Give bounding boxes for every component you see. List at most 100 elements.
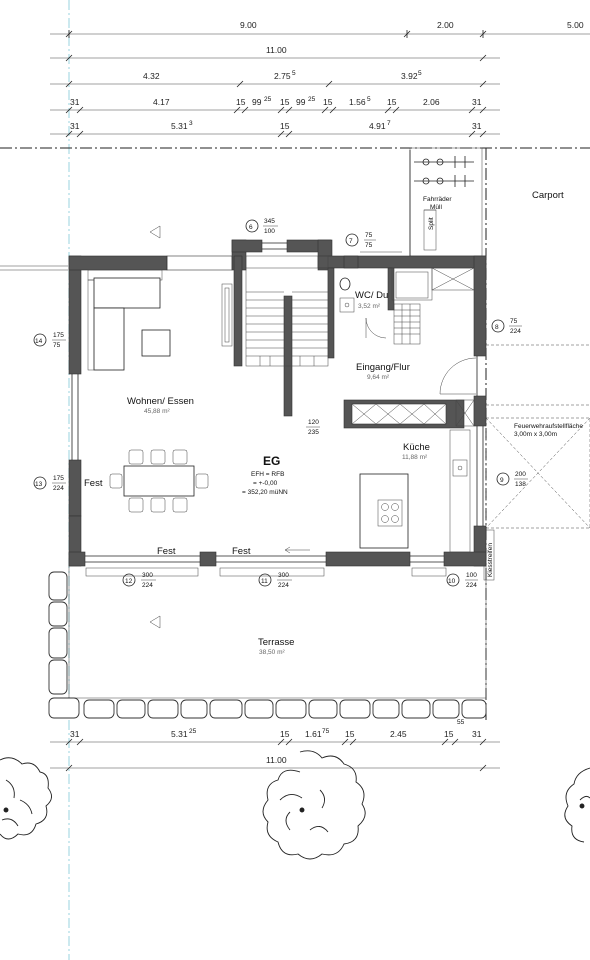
svg-text:175: 175	[53, 332, 64, 339]
entry-area: 9,64 m²	[367, 374, 390, 381]
svg-text:100: 100	[264, 228, 275, 235]
svg-text:15: 15	[444, 729, 454, 739]
terrace-area: 38,50 m²	[259, 649, 285, 656]
dining-table	[109, 449, 209, 513]
carport-label: Carport	[532, 190, 564, 201]
dim-11-00-top: 11.00	[266, 45, 287, 55]
svg-text:5: 5	[367, 96, 371, 103]
svg-text:75: 75	[53, 342, 61, 349]
kitchen-counter	[449, 429, 471, 553]
tree-center	[262, 750, 366, 860]
level-elevation: = 352,20 müNN	[242, 489, 288, 496]
window-11-num: 11	[261, 578, 268, 585]
svg-text:15: 15	[387, 97, 397, 107]
level-name: EG	[263, 454, 280, 468]
entry-door	[439, 357, 477, 395]
svg-text:224: 224	[510, 328, 521, 335]
stair-height: 235	[308, 429, 319, 436]
svg-text:175: 175	[53, 475, 64, 482]
staircase	[245, 255, 329, 367]
gravel-strip-label: Kiesstreifen	[487, 543, 494, 577]
kitchen-sink-icon	[452, 459, 468, 477]
svg-text:15: 15	[280, 729, 290, 739]
svg-text:7: 7	[387, 120, 391, 127]
svg-text:31: 31	[70, 729, 80, 739]
svg-text:31: 31	[70, 121, 80, 131]
svg-text:31: 31	[70, 97, 80, 107]
terrace-label: Terrasse	[258, 637, 294, 648]
dim-55: 55	[457, 719, 465, 726]
svg-text:15: 15	[236, 97, 246, 107]
svg-text:138: 138	[515, 481, 526, 488]
fire-area-size: 3,00m x 3,00m	[514, 431, 557, 438]
svg-text:4.91: 4.91	[369, 121, 386, 131]
svg-text:300: 300	[278, 572, 289, 579]
dim-9-00: 9.00	[240, 20, 257, 30]
svg-text:75: 75	[322, 728, 330, 735]
wc-fixture	[339, 277, 421, 345]
chimney	[221, 283, 233, 347]
sofa	[87, 269, 163, 371]
shower	[391, 267, 433, 301]
svg-text:15: 15	[280, 97, 290, 107]
dim-4-32: 4.32	[143, 71, 160, 81]
svg-text:15: 15	[280, 121, 290, 131]
terrace	[68, 566, 487, 700]
living-room-area: 45,88 m²	[144, 408, 170, 415]
wc-area: 3,52 m²	[358, 303, 381, 310]
entry-label: Eingang/Flur	[356, 362, 410, 373]
svg-text:100: 100	[466, 572, 477, 579]
svg-text:3: 3	[189, 120, 193, 127]
svg-text:75: 75	[365, 242, 373, 249]
svg-text:300: 300	[142, 572, 153, 579]
window-12-num: 12	[125, 578, 133, 585]
kitchen-wall-cabinets	[351, 399, 475, 427]
level-zero: = +-0,00	[253, 480, 278, 487]
svg-text:31: 31	[472, 97, 482, 107]
svg-text:5: 5	[292, 70, 296, 77]
fixed-window-left: Fest	[84, 478, 103, 489]
top-dimensions: 9.00 2.00 5.00 11.00 4.32 2.75 5 3.92 5 …	[50, 20, 590, 138]
fixed-window-bottom-1: Fest	[157, 546, 176, 557]
dim-11-00-bottom: 11.00	[266, 755, 287, 765]
carport-area: Split Fahrräder Müll Carport	[409, 147, 590, 406]
bottom-dimensions: 31 5.31 25 15 1.61 75 15 2.45 15 31 11.0…	[50, 728, 500, 772]
bikes-label: Fahrräder	[423, 196, 452, 203]
svg-text:345: 345	[264, 218, 275, 225]
svg-text:15: 15	[323, 97, 333, 107]
section-marker-top	[149, 225, 161, 239]
window-8-num: 8	[495, 324, 499, 331]
storage-box	[431, 267, 475, 291]
property-boundary	[0, 147, 590, 720]
window-13-num: 13	[35, 481, 43, 488]
window-tags: 6 345 100 7 75 75 8 75 224 9 200 138 10 …	[33, 218, 528, 589]
section-marker-bottom	[149, 615, 161, 629]
wc-label: WC/ Du	[355, 290, 388, 301]
level-efh: EFH = RFB	[251, 471, 284, 478]
svg-text:99: 99	[252, 97, 262, 107]
kitchen-island	[359, 473, 409, 549]
stair-width: 120	[308, 419, 319, 426]
svg-text:200: 200	[515, 471, 526, 478]
bicycle-icon	[414, 156, 474, 187]
svg-text:99: 99	[296, 97, 306, 107]
tree-left	[0, 757, 52, 840]
svg-text:31: 31	[472, 121, 482, 131]
svg-text:224: 224	[53, 485, 64, 492]
window-6-num: 6	[249, 224, 253, 231]
cooktop-icon	[377, 499, 403, 527]
svg-text:2.45: 2.45	[390, 729, 407, 739]
svg-text:5.31: 5.31	[171, 729, 188, 739]
coffee-table	[141, 329, 171, 357]
window-9-num: 9	[500, 477, 504, 484]
living-room-label: Wohnen/ Essen	[127, 396, 194, 407]
sink-icon	[339, 297, 355, 313]
svg-text:2.06: 2.06	[423, 97, 440, 107]
tree-right	[564, 767, 590, 843]
svg-text:75: 75	[510, 318, 518, 325]
dim-2-75: 2.75	[274, 71, 291, 81]
dim-3-92: 3.92	[401, 71, 418, 81]
svg-text:224: 224	[466, 582, 477, 589]
svg-text:224: 224	[278, 582, 289, 589]
